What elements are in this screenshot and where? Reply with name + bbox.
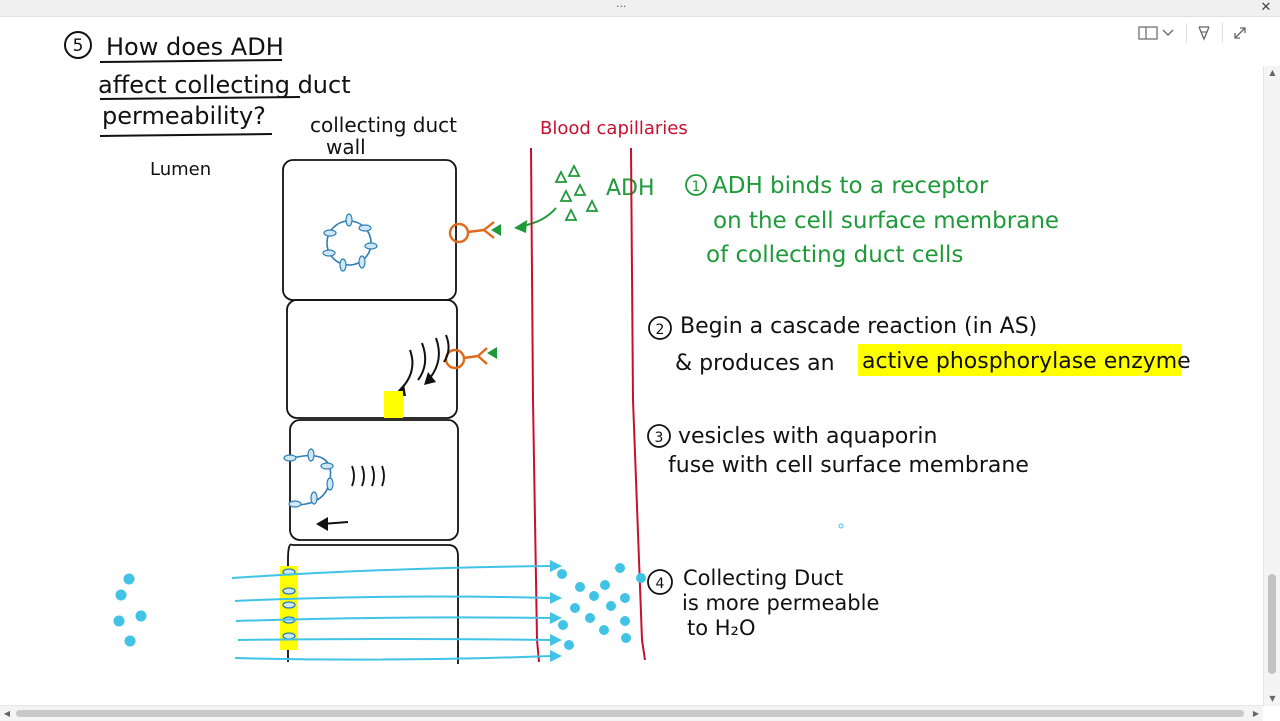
step-number-circle xyxy=(648,316,672,340)
step-number-circle xyxy=(685,174,707,196)
vertical-scroll-thumb[interactable] xyxy=(1268,574,1276,674)
aquaporin-protein xyxy=(364,242,378,250)
adh-receptor xyxy=(444,347,497,370)
duct-cell-3 xyxy=(289,419,459,541)
step-1-number: 1 xyxy=(692,179,701,195)
aquaporin-protein xyxy=(320,462,334,470)
chevron-down-icon xyxy=(1162,29,1174,36)
step-4-line-3: to H₂O xyxy=(687,616,756,640)
horizontal-scrollbar[interactable]: ◀ ▶ xyxy=(0,705,1263,721)
question-underline xyxy=(99,59,283,63)
aquaporin-protein xyxy=(339,258,347,272)
scroll-right-icon[interactable]: ▶ xyxy=(1252,709,1260,718)
step-1-line-3: of collecting duct cells xyxy=(706,242,963,268)
pen-tool-icon xyxy=(1198,26,1210,41)
step-3-number: 3 xyxy=(655,430,664,446)
step-1-line-1: ADH binds to a receptor xyxy=(712,173,989,199)
stray-dot xyxy=(838,523,844,529)
lumen-label: Lumen xyxy=(150,159,211,180)
wall-label-line-1: collecting duct xyxy=(310,113,457,137)
adh-receptor xyxy=(448,221,501,244)
adh-molecules xyxy=(554,163,599,221)
close-icon[interactable]: ✕ xyxy=(1260,0,1272,15)
aquaporin-protein xyxy=(323,229,337,237)
capillary-wall xyxy=(530,147,540,663)
drag-grip-icon[interactable]: ··· xyxy=(616,0,627,13)
step-2-line-1: Begin a cascade reaction (in AS) xyxy=(680,314,1037,339)
step-number-circle xyxy=(647,569,673,595)
notes-drawing: 5 How does ADH affect collecting duct pe… xyxy=(64,31,1191,664)
viewer-toolbar xyxy=(1129,19,1256,47)
arrowhead-icon xyxy=(514,220,527,233)
scroll-down-icon[interactable]: ▼ xyxy=(1269,694,1276,703)
step-3: 3 vesicles with aquaporin fuse with cell… xyxy=(647,424,1029,478)
question-line-3: permeability? xyxy=(102,102,266,130)
capillary-wall xyxy=(630,147,646,661)
step-1: 1 ADH binds to a receptor on the cell su… xyxy=(685,173,1059,268)
collecting-duct-cells xyxy=(282,159,459,664)
adh-binding-arrow xyxy=(521,207,557,227)
step-2: 2 Begin a cascade reaction (in AS) & pro… xyxy=(648,314,1191,376)
pen-tool-button[interactable] xyxy=(1189,20,1220,46)
step-3-line-1: vesicles with aquaporin xyxy=(678,424,937,449)
aquaporin-protein xyxy=(326,477,334,491)
toolbar-divider xyxy=(1221,23,1223,43)
duct-cell-2 xyxy=(286,299,458,419)
expand-button[interactable] xyxy=(1225,20,1256,46)
fusing-vesicle xyxy=(283,448,334,508)
water-flow-arrowheads xyxy=(550,560,562,662)
water-molecules-blood xyxy=(557,563,646,650)
notes-canvas[interactable]: 5 How does ADH affect collecting duct pe… xyxy=(0,17,1262,705)
step-4: 4 Collecting Duct is more permeable to H… xyxy=(647,566,879,640)
expand-icon xyxy=(1234,27,1247,39)
arrowhead-icon xyxy=(316,517,328,531)
aquaporin-protein xyxy=(310,491,318,505)
aquaporin-protein xyxy=(322,249,336,257)
question-line-1: How does ADH xyxy=(106,33,284,61)
question-heading: 5 How does ADH affect collecting duct pe… xyxy=(64,31,351,137)
step-3-line-2: fuse with cell surface membrane xyxy=(668,453,1029,478)
page-view-button[interactable] xyxy=(1129,20,1184,46)
scroll-up-icon[interactable]: ▲ xyxy=(1269,68,1276,77)
step-2-line-2-prefix: & produces an xyxy=(675,351,835,376)
aquaporin-protein xyxy=(283,454,297,462)
capillaries-label: Blood capillaries xyxy=(540,118,688,139)
step-4-number: 4 xyxy=(656,576,665,592)
step-2-highlight: active phosphorylase enzyme xyxy=(862,349,1191,374)
step-4-line-2: is more permeable xyxy=(682,591,879,615)
aquaporin-protein xyxy=(307,448,315,462)
question-underline xyxy=(99,133,273,137)
step-2-number: 2 xyxy=(656,322,665,338)
water-flow-arrows xyxy=(231,565,553,661)
question-number-circle xyxy=(64,31,92,59)
question-line-2: affect collecting duct xyxy=(98,71,351,99)
phosphorylase-enzyme xyxy=(384,391,403,418)
water-molecules-lumen xyxy=(113,573,147,647)
enzyme-highlight xyxy=(858,344,1181,376)
aquaporin-vesicle xyxy=(322,213,378,272)
aquaporin-protein xyxy=(358,224,372,232)
question-number: 5 xyxy=(73,36,84,56)
movement-marks xyxy=(351,465,385,487)
vertical-scrollbar[interactable]: ▲ ▼ xyxy=(1263,66,1280,706)
step-1-line-2: on the cell surface membrane xyxy=(713,208,1059,234)
step-4-line-1: Collecting Duct xyxy=(683,566,843,590)
wall-label-line-2: wall xyxy=(326,135,366,159)
aquaporin-protein xyxy=(358,255,366,269)
scroll-left-icon[interactable]: ◀ xyxy=(3,709,11,718)
duct-cell-4 xyxy=(287,543,459,664)
question-underline xyxy=(99,96,301,100)
cascade-arrows xyxy=(399,334,450,391)
toolbar-divider xyxy=(1185,23,1187,43)
horizontal-scroll-thumb[interactable] xyxy=(16,710,1244,717)
aquaporin-protein xyxy=(345,213,353,227)
aquaporin-protein xyxy=(288,500,302,508)
window-title-bar: ··· ✕ xyxy=(0,0,1280,17)
arrowhead-icon xyxy=(424,372,436,385)
step-number-circle xyxy=(647,424,671,448)
page-view-icon xyxy=(1138,26,1158,40)
